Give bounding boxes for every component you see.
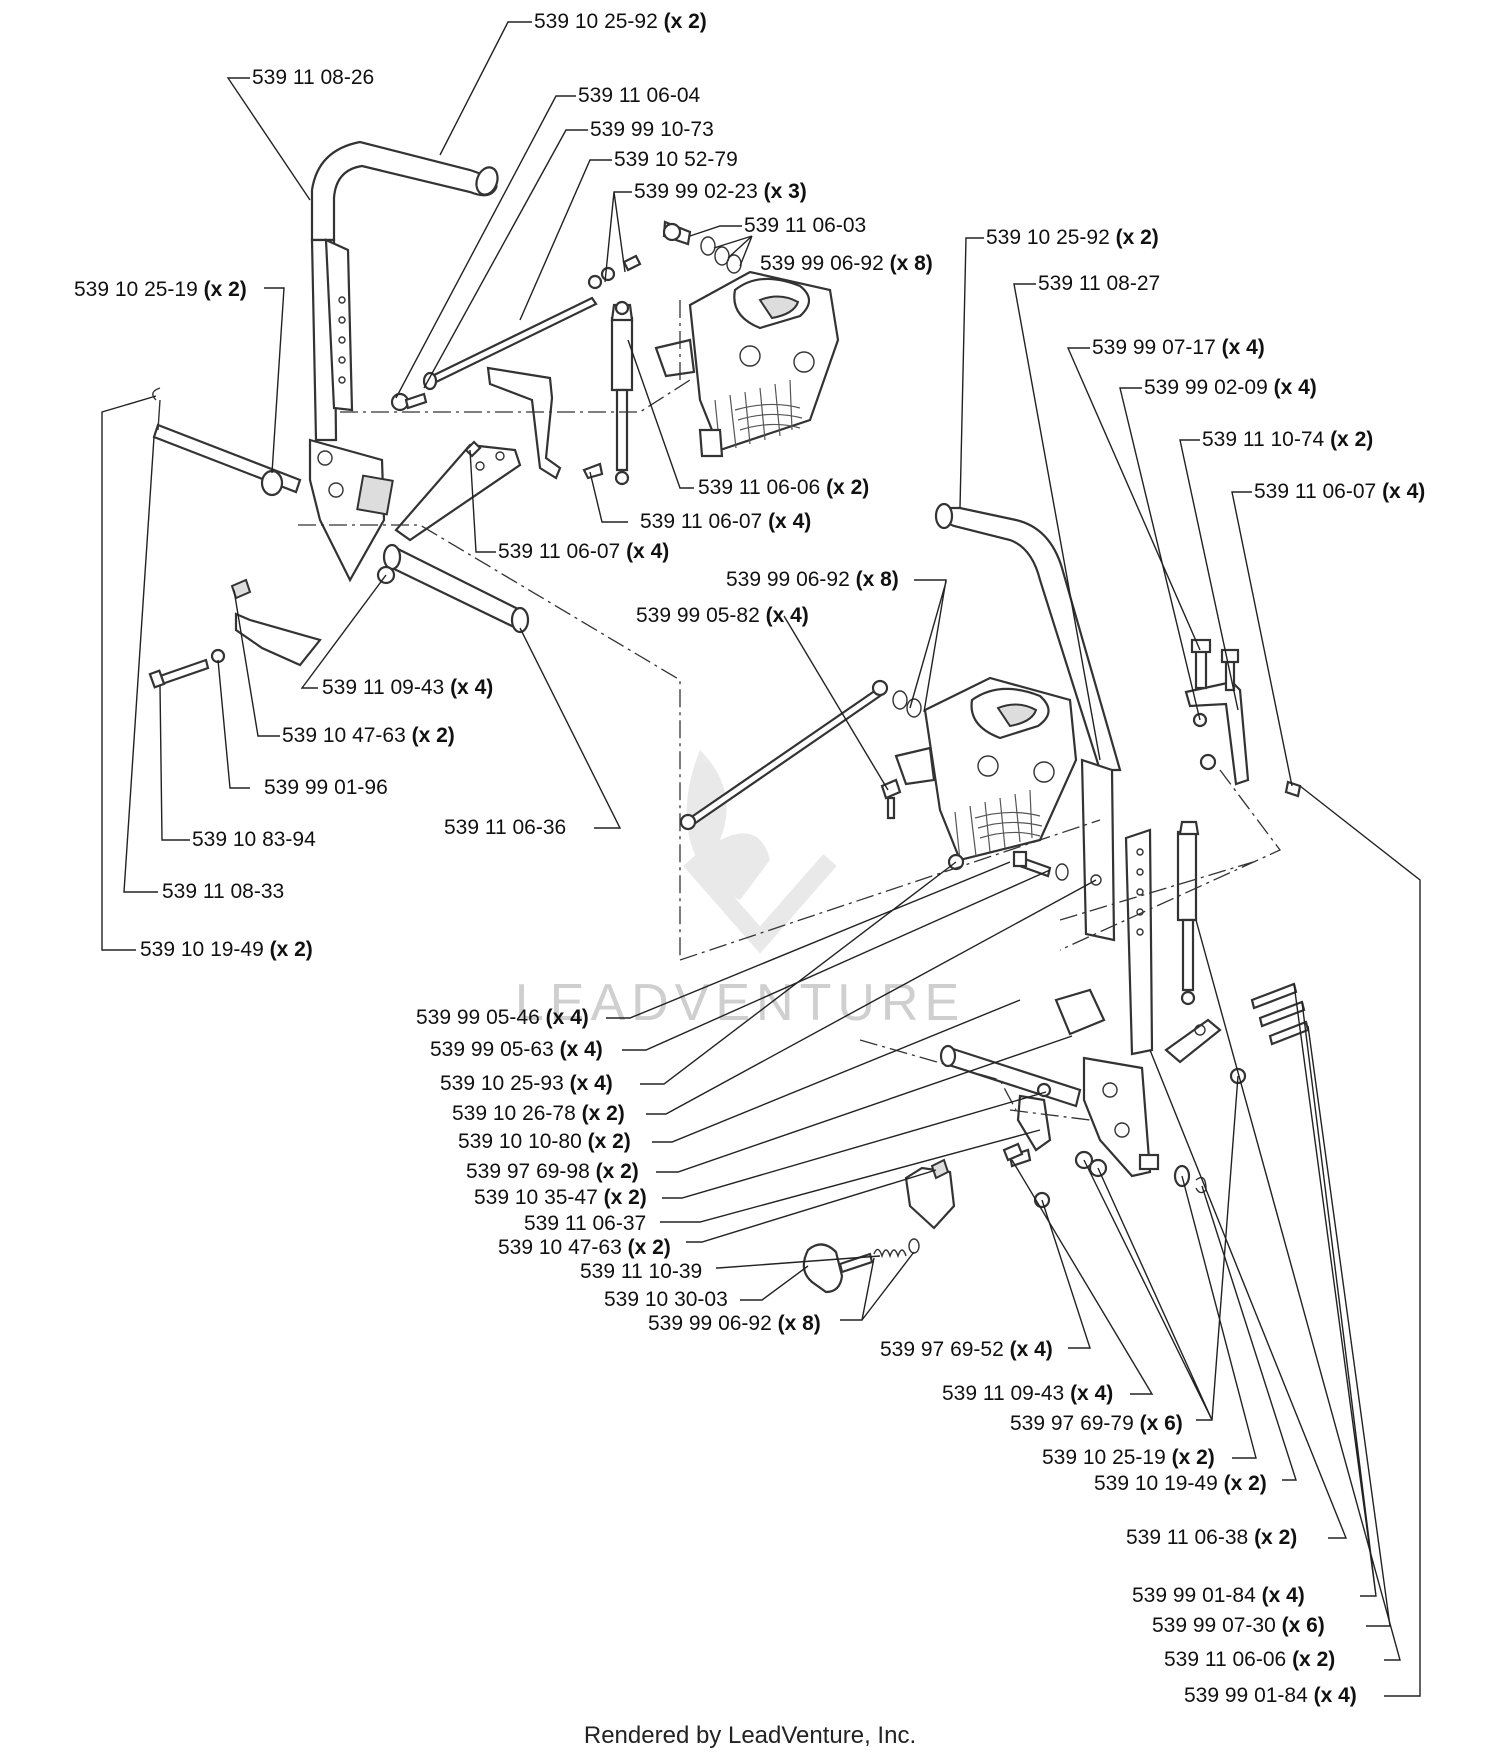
callout-label: 539 11 10-39 bbox=[580, 1260, 702, 1283]
left-control-assembly bbox=[148, 140, 840, 960]
callout-label: 539 99 07-30 (x 6) bbox=[1152, 1614, 1325, 1637]
callout-label: 539 99 01-84 (x 4) bbox=[1184, 1684, 1357, 1707]
callout-label: 539 11 09-43 (x 4) bbox=[322, 676, 493, 699]
callout-label: 539 99 05-46 (x 4) bbox=[416, 1006, 589, 1029]
callout-label: 539 11 06-07 (x 4) bbox=[640, 510, 811, 533]
callout-label: 539 99 07-17 (x 4) bbox=[1092, 336, 1265, 359]
callout-label: 539 11 06-06 (x 2) bbox=[1164, 1648, 1335, 1671]
left-adjust-bolt bbox=[158, 658, 210, 686]
callout-label: 539 10 26-78 (x 2) bbox=[452, 1102, 625, 1125]
left-damper-bracket bbox=[486, 366, 562, 480]
callout-label: 539 10 83-94 bbox=[192, 828, 316, 851]
lower-hydrostatic-pump bbox=[894, 676, 1078, 862]
adjust-spring bbox=[873, 1248, 907, 1259]
left-steering-handle bbox=[310, 140, 498, 242]
right-linkage-plate bbox=[1164, 1018, 1222, 1064]
right-neutral-bracket bbox=[904, 1166, 956, 1230]
callout-label: 539 11 06-37 bbox=[524, 1212, 646, 1235]
callout-label: 539 10 10-80 (x 2) bbox=[458, 1130, 631, 1153]
callout-label: 539 10 25-93 (x 4) bbox=[440, 1072, 613, 1095]
callout-label: 539 11 06-36 bbox=[444, 816, 566, 839]
footer-credit: Rendered by LeadVenture, Inc. bbox=[583, 1722, 917, 1749]
callout-label: 539 11 08-27 bbox=[1038, 272, 1160, 295]
callout-label: 539 10 25-19 (x 2) bbox=[74, 278, 247, 301]
callout-label: 539 10 25-92 (x 2) bbox=[534, 10, 707, 33]
callout-label: 539 11 06-04 bbox=[578, 84, 701, 107]
callout-label: 539 99 01-84 (x 4) bbox=[1132, 1584, 1305, 1607]
callout-label: 539 11 06-07 (x 4) bbox=[1254, 480, 1425, 503]
callout-label: 539 99 05-63 (x 4) bbox=[430, 1038, 603, 1061]
upper-hydrostatic-pump bbox=[654, 270, 840, 458]
left-pivot-bracket bbox=[308, 438, 386, 583]
callout-label: 539 97 69-98 (x 2) bbox=[466, 1160, 639, 1183]
callout-label: 539 11 10-74 (x 2) bbox=[1202, 428, 1373, 451]
right-damper-cylinder bbox=[1176, 830, 1198, 922]
watermark-logo-icon bbox=[683, 750, 837, 954]
callout-label: 539 10 30-03 bbox=[604, 1288, 728, 1311]
callout-label: 539 97 69-79 (x 6) bbox=[1010, 1412, 1183, 1435]
callout-label: 539 99 06-92 (x 8) bbox=[648, 1312, 821, 1335]
callout-label: 539 99 06-92 (x 8) bbox=[726, 568, 899, 591]
callout-label: 539 10 25-19 (x 2) bbox=[1042, 1446, 1215, 1469]
left-damper-cylinder bbox=[610, 316, 634, 392]
callout-label: 539 11 09-43 (x 4) bbox=[942, 1382, 1113, 1405]
right-tie-rod bbox=[688, 688, 882, 826]
left-neutral-bracket bbox=[234, 612, 322, 667]
callout-label: 539 11 06-03 bbox=[744, 214, 866, 237]
callout-label: 539 10 19-49 (x 2) bbox=[1094, 1472, 1267, 1495]
callout-label: 539 11 08-26 bbox=[252, 66, 374, 89]
callout-label: 539 11 06-06 (x 2) bbox=[698, 476, 869, 499]
callout-label: 539 10 47-63 (x 2) bbox=[282, 724, 455, 747]
callout-label: 539 99 10-73 bbox=[590, 118, 714, 141]
right-neutral-lock bbox=[1054, 988, 1106, 1036]
callout-label: 539 99 06-92 (x 8) bbox=[760, 252, 933, 275]
callout-label: 539 11 06-07 (x 4) bbox=[498, 540, 669, 563]
callout-label: 539 11 08-33 bbox=[162, 880, 284, 903]
callout-label: 539 10 25-92 (x 2) bbox=[986, 226, 1159, 249]
callout-label: 539 99 02-09 (x 4) bbox=[1144, 376, 1317, 399]
callout-labels: 539 10 25-92 (x 2) 539 11 08-26 539 11 0… bbox=[74, 10, 1425, 1707]
right-adjust-lever bbox=[1124, 828, 1154, 1056]
adjust-knob bbox=[802, 1243, 844, 1294]
right-control-arm bbox=[1080, 758, 1116, 942]
right-pivot-bracket bbox=[1082, 1056, 1152, 1178]
callout-label: 539 10 52-79 bbox=[614, 148, 738, 171]
callout-label: 539 99 05-82 (x 4) bbox=[636, 604, 809, 627]
callout-label: 539 11 06-38 (x 2) bbox=[1126, 1526, 1297, 1549]
callout-label: 539 10 19-49 (x 2) bbox=[140, 938, 313, 961]
watermark-text: LEADVENTURE bbox=[515, 974, 965, 1032]
callout-label: 539 99 02-23 (x 3) bbox=[634, 180, 807, 203]
right-damper-bracket bbox=[1184, 680, 1250, 786]
callout-label: 539 10 47-63 (x 2) bbox=[498, 1236, 671, 1259]
callout-label: 539 10 35-47 (x 2) bbox=[474, 1186, 647, 1209]
callout-label: 539 97 69-52 (x 4) bbox=[880, 1338, 1053, 1361]
callout-label: 539 99 01-96 bbox=[264, 776, 388, 799]
left-linkage-plate bbox=[394, 443, 522, 542]
